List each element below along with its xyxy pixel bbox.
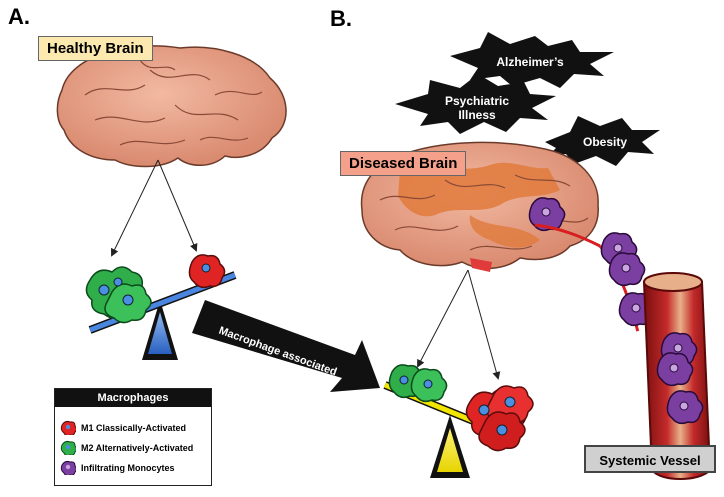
legend-monocyte-label: Infiltrating Monocytes <box>81 463 175 473</box>
path-monocyte-2 <box>608 252 646 287</box>
diseased-brain-title: Diseased Brain <box>340 151 467 176</box>
legend-title: Macrophages <box>55 389 211 407</box>
psychiatric-illness-label: Psychiatric Illness <box>444 94 510 122</box>
legend-m2-label: M2 Alternatively-Activated <box>81 443 194 453</box>
diseased-m2-cluster <box>388 364 448 403</box>
green-m2-cell-icon <box>60 440 76 455</box>
psychiatric-burst <box>395 74 556 134</box>
alzheimers-label: Alzheimer’s <box>496 55 564 69</box>
arrow-diseased-right <box>467 269 501 380</box>
systemic-vessel-label: Systemic Vessel <box>584 445 716 473</box>
healthy-brain-title: Healthy Brain <box>38 36 153 61</box>
purple-monocyte-icon <box>60 460 76 475</box>
arrow-diseased-left <box>417 269 469 368</box>
legend-m1-label: M1 Classically-Activated <box>81 423 187 433</box>
systemic-vessel <box>642 272 712 480</box>
panel-a-letter: A. <box>8 4 30 29</box>
transition-arrow <box>192 300 380 392</box>
diseased-m1-cluster <box>465 385 534 452</box>
macrophage-legend: Macrophages M1 Classically-Activated M2 … <box>54 388 212 486</box>
healthy-m1-cell <box>188 254 226 289</box>
healthy-brain <box>56 45 287 168</box>
panel-b-letter: B. <box>330 6 352 31</box>
obesity-label: Obesity <box>582 135 627 149</box>
arrow-healthy-left <box>111 159 159 257</box>
brain-monocyte <box>528 197 566 232</box>
arrow-healthy-right <box>157 159 198 252</box>
alzheimers-burst <box>450 32 614 88</box>
red-m1-cell-icon <box>60 420 76 435</box>
obesity-burst <box>545 116 660 166</box>
healthy-m2-cluster <box>85 266 152 324</box>
infiltration-path-upper <box>534 223 601 248</box>
